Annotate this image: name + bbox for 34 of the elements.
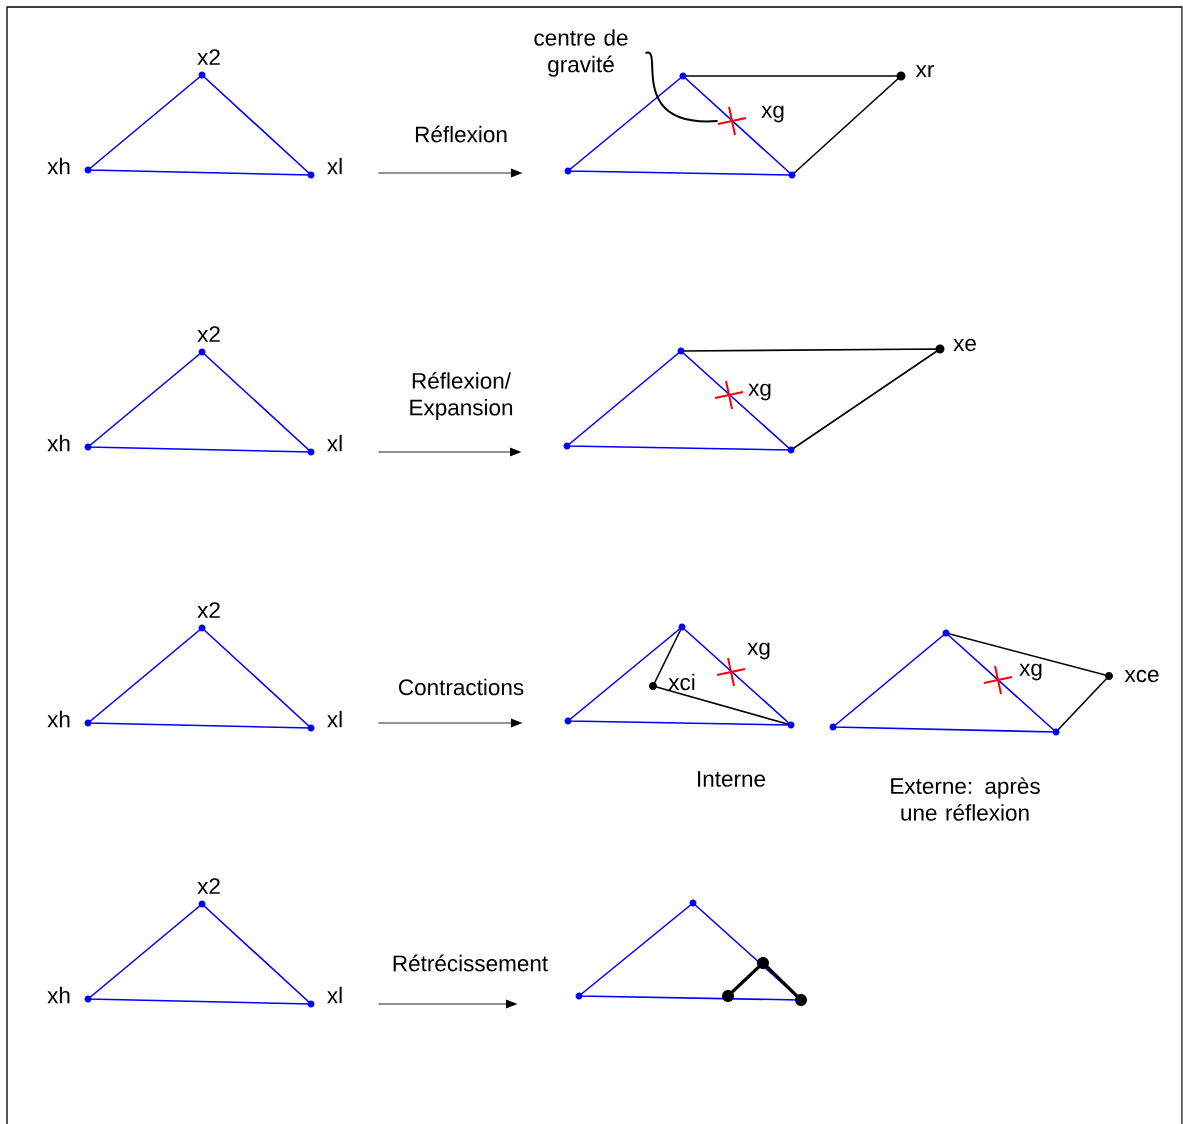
point-label: xh (47, 157, 70, 175)
simplex-drawing (84, 624, 315, 732)
annotation-text: centre de gravité (534, 29, 628, 77)
point-label: x2 (197, 878, 220, 894)
point-label: xg (747, 642, 770, 660)
point-label: xg (761, 105, 784, 123)
point-label: xh (47, 434, 70, 452)
edge-label: Réflexion/ Expansion (410, 372, 513, 420)
simplex-drawing (563, 344, 945, 454)
point-label: xl (327, 434, 342, 452)
point-label: xl (327, 986, 342, 1004)
simplex-drawing (829, 629, 1113, 736)
point-label: xh (47, 986, 70, 1004)
edge-label: Réflexion (415, 125, 507, 143)
point-label: x2 (197, 49, 220, 65)
point-label: xe (953, 338, 976, 352)
point-label: Interne (698, 771, 766, 787)
point-label: xl (327, 157, 342, 175)
simplex-drawing (84, 348, 315, 456)
edge-label: Contractions (399, 678, 524, 696)
simplex-drawing (84, 71, 315, 179)
simplex-drawing (84, 900, 315, 1008)
point-label: xh (47, 710, 70, 728)
simplex-drawing (575, 899, 807, 1006)
leader-line (644, 51, 719, 122)
point-label: xg (748, 383, 771, 401)
point-label: xr (915, 64, 934, 78)
point-label: Externe: après une réflexion (891, 777, 1040, 821)
point-label: x2 (197, 326, 220, 342)
point-label: xce (1124, 669, 1159, 683)
point-label: xl (327, 710, 342, 728)
edge-label: Rétrécissement (393, 954, 548, 972)
point-label: x2 (197, 602, 220, 618)
point-label: xg (1019, 663, 1042, 681)
